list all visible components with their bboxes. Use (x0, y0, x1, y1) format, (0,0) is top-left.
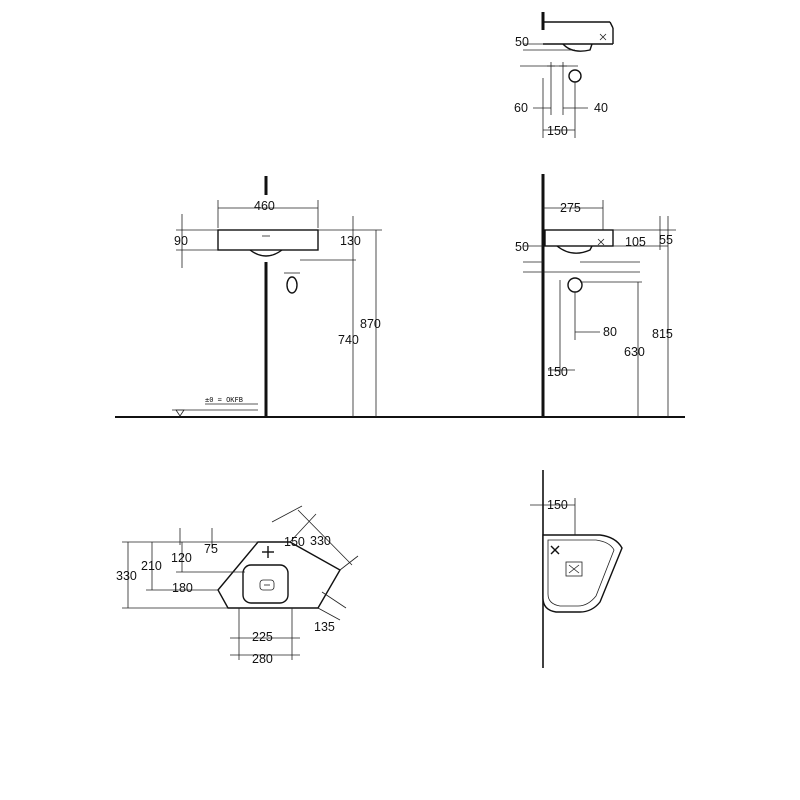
side-dim-80: 80 (603, 325, 617, 339)
side-view: 275 50 105 55 80 630 815 150 (515, 174, 676, 417)
side-dim-630: 630 (624, 345, 645, 359)
plan-dim-180: 180 (172, 581, 193, 595)
plan-dim-150: 150 (284, 535, 305, 549)
plan-dim-135: 135 (314, 620, 335, 634)
top-dim-150: 150 (547, 124, 568, 138)
front-view: 460 90 130 870 740 ±0 = OKFB (172, 176, 382, 417)
side-dim-815: 815 (652, 327, 673, 341)
plan-dim-280: 280 (252, 652, 273, 666)
side-dim-150: 150 (547, 365, 568, 379)
top-dim-60: 60 (514, 101, 528, 115)
plan-view: 330 210 120 75 180 150 330 135 225 280 (116, 505, 359, 666)
corner-dim-150: 150 (547, 498, 568, 512)
top-dim-40: 40 (594, 101, 608, 115)
side-dim-105: 105 (625, 235, 646, 249)
front-dim-130: 130 (340, 234, 361, 248)
top-dim-50: 50 (515, 35, 529, 49)
top-detail-view: 50 60 40 150 (514, 12, 614, 138)
plan-dim-120: 120 (171, 551, 192, 565)
plan-dim-330-top: 330 (310, 534, 331, 548)
floor-level-label: ±0 = OKFB (205, 396, 243, 404)
side-dim-55: 55 (659, 233, 673, 247)
plan-dim-210: 210 (141, 559, 162, 573)
plan-dim-225: 225 (252, 630, 273, 644)
corner-view: 150 (530, 470, 623, 668)
front-dim-90: 90 (174, 234, 188, 248)
side-dim-275: 275 (560, 201, 581, 215)
plan-dim-75: 75 (204, 542, 218, 556)
plan-dim-330-left: 330 (116, 569, 137, 583)
front-dim-740: 740 (338, 333, 359, 347)
front-dim-870: 870 (360, 317, 381, 331)
front-dim-460: 460 (254, 199, 275, 213)
side-dim-50: 50 (515, 240, 529, 254)
